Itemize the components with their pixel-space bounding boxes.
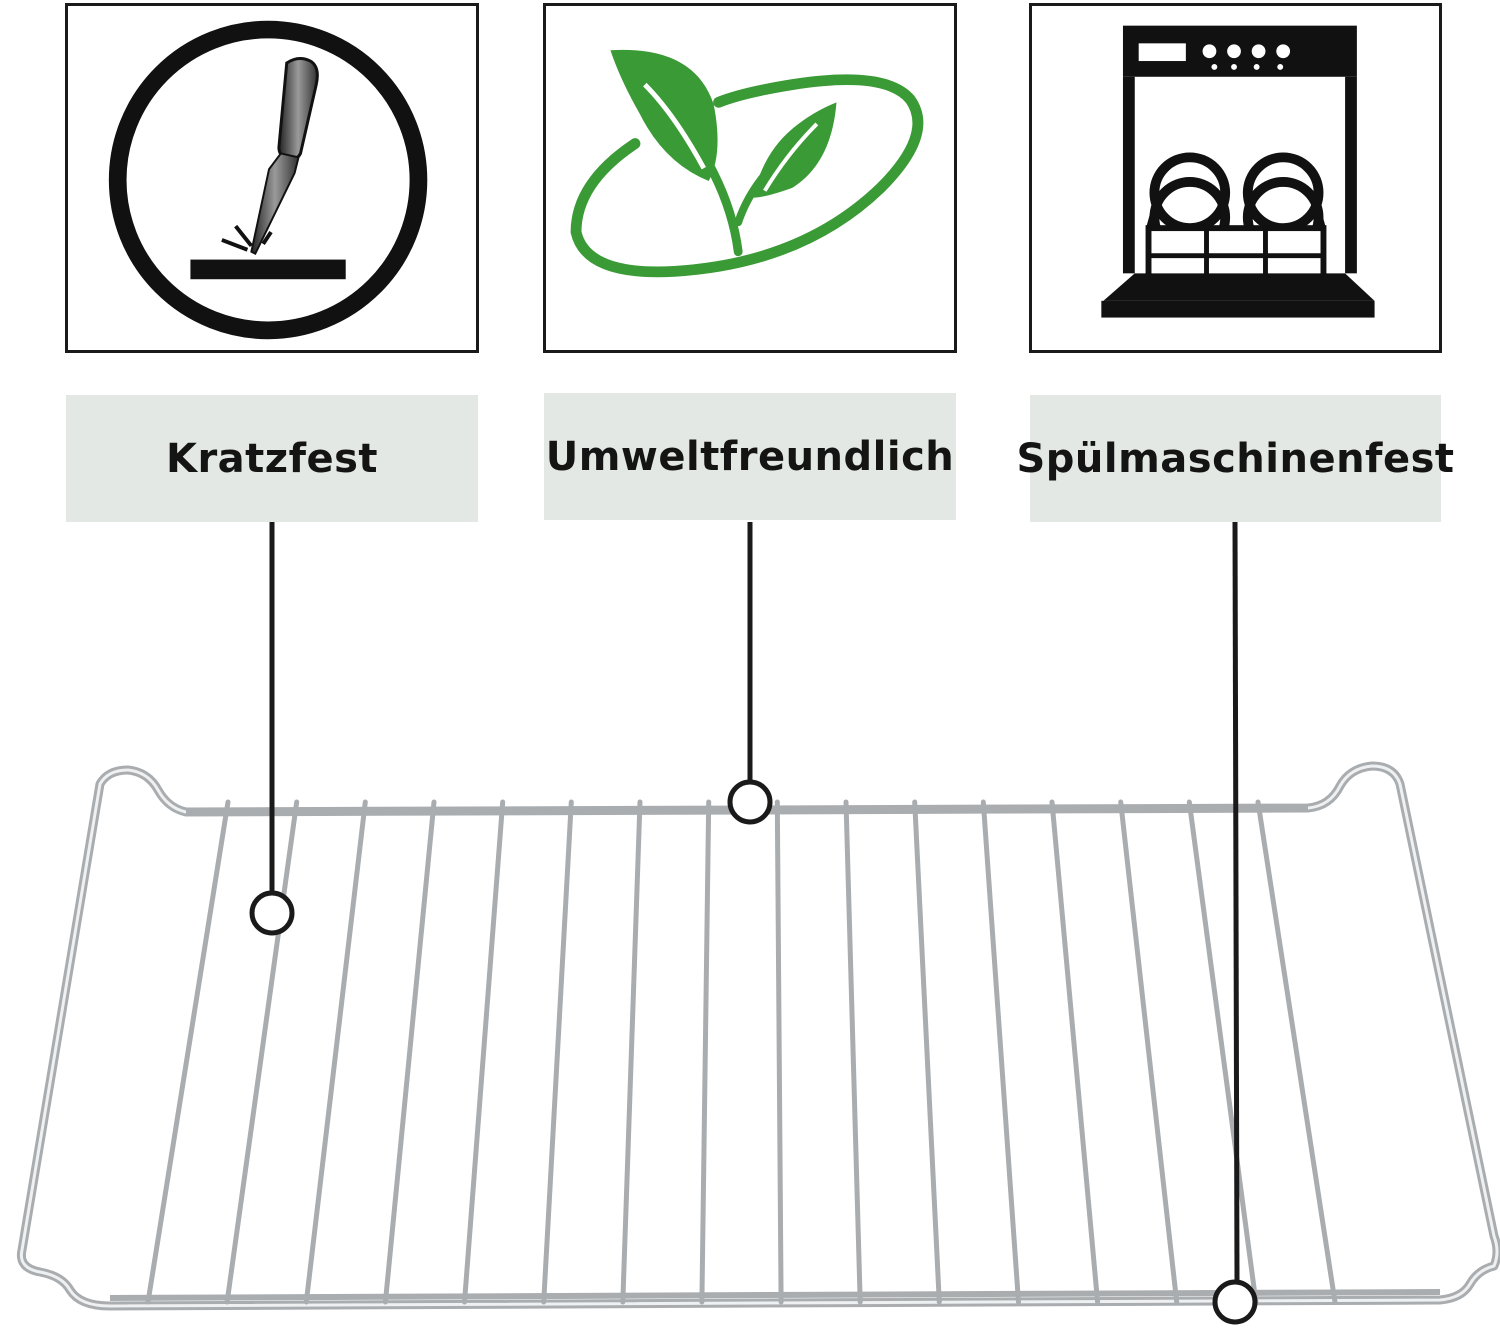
rack-cross-wire	[843, 799, 863, 1305]
scratch-resistant-knife-icon	[108, 20, 428, 340]
callout-eco-marker	[727, 779, 773, 825]
rack-cross-wire	[462, 799, 506, 1305]
dishwasher-safe-icon	[1101, 25, 1375, 318]
rack-cross-wire	[774, 799, 784, 1305]
rack-cross-wire	[980, 799, 1021, 1305]
rack-cross-wire	[912, 799, 942, 1305]
feature-label-box-eco: Umweltfreundlich	[544, 393, 956, 520]
rack-wire-group	[16, 761, 1500, 1311]
rack-cross-wire	[145, 799, 231, 1305]
feature-label-dishwasher: Spülmaschinenfest	[1016, 435, 1455, 482]
rack-cross-wire	[620, 799, 643, 1305]
feature-label-box-dishwasher: Spülmaschinenfest	[1016, 395, 1454, 522]
rack-frame-outer	[16, 761, 1500, 1311]
eco-leaf-icon	[570, 49, 924, 278]
rack-cross-wire	[1186, 799, 1259, 1305]
rack-frame-highlight	[19, 764, 1499, 1308]
rack-cross-wire	[1255, 799, 1338, 1305]
rack-cross-wire	[1049, 799, 1101, 1305]
rack-cross-wire	[541, 799, 574, 1305]
feature-icon-box-eco	[543, 3, 957, 353]
callout-group	[249, 521, 1258, 1325]
callout-dishwasher-marker	[1212, 1279, 1258, 1325]
feature-label-eco: Umweltfreundlich	[545, 433, 955, 480]
feature-label-scratch: Kratzfest	[165, 435, 379, 482]
rack-cross-wire	[1118, 799, 1180, 1305]
rack-cross-wire	[382, 799, 437, 1305]
feature-icon-box-dishwasher	[1029, 3, 1442, 353]
callout-scratch-marker	[249, 890, 295, 936]
feature-icon-box-scratch	[65, 3, 479, 353]
rack-cross-wire	[699, 799, 712, 1305]
feature-label-box-scratch: Kratzfest	[66, 395, 478, 522]
rack-cross-wire	[224, 799, 300, 1305]
rack-cross-wire	[303, 799, 368, 1305]
callout-dishwasher-line	[1232, 521, 1240, 1283]
